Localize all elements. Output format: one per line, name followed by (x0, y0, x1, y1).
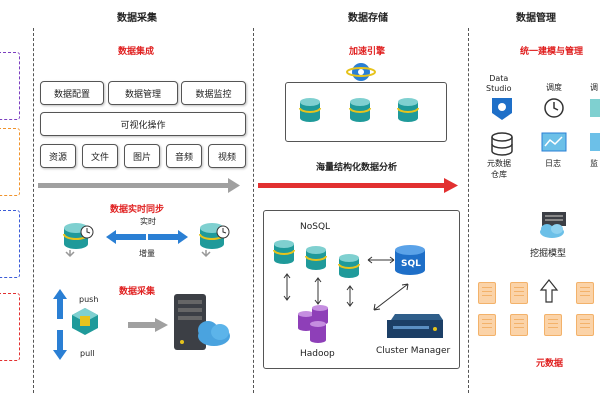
source-node-icon (72, 308, 98, 335)
nosql-label: NoSQL (300, 222, 331, 232)
nosql-hadoop-link-3 (346, 285, 354, 307)
nosql-db-icon-3 (338, 254, 360, 278)
nosql-sql-link (367, 256, 395, 264)
resource-box[interactable]: 资源 (40, 144, 76, 168)
gray-flow-arrow (38, 178, 240, 193)
monitor-partial-label: 监 (590, 159, 598, 168)
sync-target-db-icon (199, 223, 230, 258)
log-icon (541, 132, 567, 152)
sync-source-db-icon (63, 223, 94, 258)
monitor-partial-icon (590, 133, 600, 151)
red-flow-arrow (258, 178, 458, 193)
partial-icon (590, 99, 600, 117)
hadoop-label: Hadoop (300, 349, 335, 359)
column-title-manage: 数据管理 (516, 13, 556, 24)
column-title-collect: 数据采集 (117, 13, 157, 24)
metadata-cell (510, 314, 528, 336)
metadata-repo-icon (491, 132, 513, 156)
mining-model-icon (540, 212, 566, 238)
pull-arrow (53, 330, 67, 360)
sql-cluster-link (373, 283, 409, 311)
left-frame-2 (0, 128, 20, 196)
integration-title: 数据集成 (118, 47, 155, 57)
engine-gear-icon (346, 63, 376, 81)
push-arrow (53, 289, 67, 319)
push-label: push (79, 295, 99, 304)
metadata-title: 元数据 (536, 359, 564, 369)
nosql-hadoop-link-2 (314, 277, 322, 305)
incremental-label: 增量 (139, 249, 155, 258)
divider-left (33, 28, 34, 393)
metadata-cell (478, 282, 496, 304)
gather-gray-arrow (128, 318, 168, 332)
mining-model-label: 挖掘模型 (530, 249, 567, 259)
unified-title: 统一建模与管理 (520, 47, 584, 57)
engine-db-icon-1 (299, 98, 321, 122)
realtime-label: 实时 (140, 217, 156, 226)
left-frame-3 (0, 210, 20, 278)
image-box[interactable]: 图片 (124, 144, 160, 168)
nosql-db-icon-1 (273, 240, 295, 264)
divider-right (468, 28, 469, 393)
monitor-box[interactable]: 数据监控 (181, 81, 246, 105)
schedule-label: 调度 (546, 83, 562, 92)
divider-middle (253, 28, 254, 393)
left-frame-1 (0, 52, 20, 120)
metadata-repo-label: 元数据 仓库 (487, 159, 511, 179)
engine-title: 加速引擎 (349, 47, 386, 57)
left-frame-4 (0, 293, 20, 361)
metadata-cell (576, 282, 594, 304)
schedule-clock-icon (544, 98, 564, 118)
nosql-db-icon-2 (305, 246, 327, 270)
manage-box[interactable]: 数据管理 (108, 81, 178, 105)
config-box[interactable]: 数据配置 (40, 81, 104, 105)
server-cloud-icon (174, 294, 230, 350)
data-studio-label: Data Studio (486, 74, 512, 93)
realtime-arrow-right (148, 230, 188, 244)
cluster-manager-label: Cluster Manager (376, 346, 451, 356)
audio-box[interactable]: 音频 (166, 144, 202, 168)
analysis-title: 海量结构化数据分析 (316, 163, 398, 173)
metadata-cell (478, 314, 496, 336)
up-arrow-icon (539, 279, 559, 303)
file-box[interactable]: 文件 (82, 144, 118, 168)
hadoop-icon (298, 305, 328, 343)
pull-label: pull (80, 349, 95, 358)
nosql-hadoop-link-1 (283, 273, 291, 301)
analysis-panel (263, 210, 460, 369)
engine-db-icon-2 (349, 98, 371, 122)
metadata-cell (576, 314, 594, 336)
gather-title: 数据采集 (119, 287, 156, 297)
sync-title: 数据实时同步 (110, 205, 165, 215)
partial-label: 调 (590, 83, 598, 92)
cluster-manager-icon (387, 314, 443, 338)
sql-db-icon (395, 245, 425, 275)
engine-db-icon-3 (397, 98, 419, 122)
data-studio-icon (492, 98, 512, 120)
sql-label: SQL (401, 259, 421, 269)
log-label: 日志 (545, 159, 561, 168)
metadata-cell (510, 282, 528, 304)
visual-op-box[interactable]: 可视化操作 (40, 112, 246, 136)
realtime-arrow-left (106, 230, 146, 244)
metadata-cell (544, 314, 562, 336)
column-title-store: 数据存储 (348, 13, 388, 24)
video-box[interactable]: 视频 (208, 144, 246, 168)
